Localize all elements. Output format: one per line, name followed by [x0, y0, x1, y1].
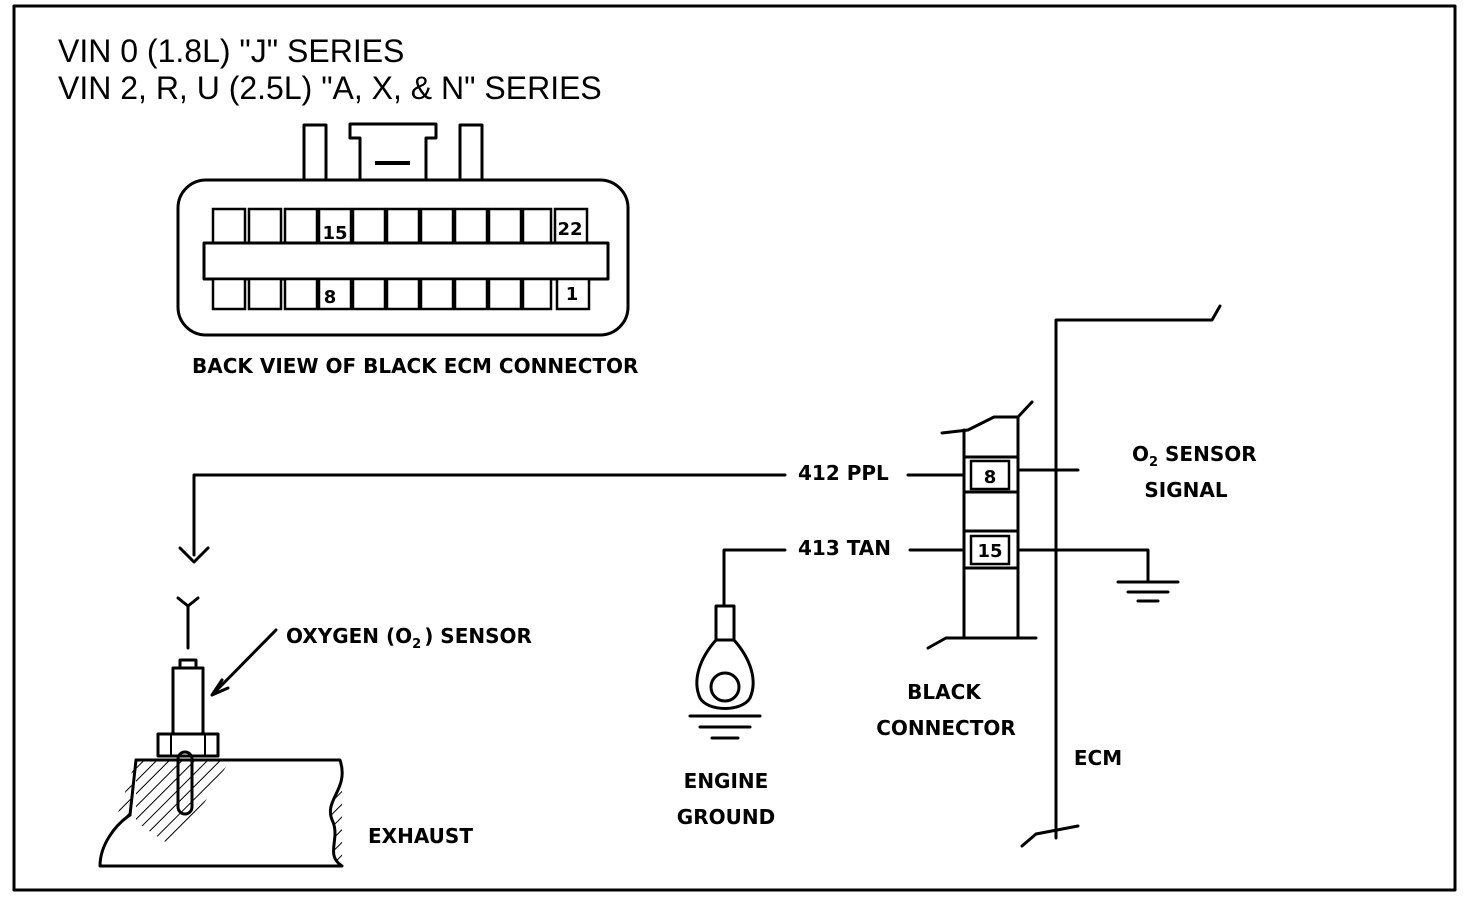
sensor-pointer-arrow [210, 628, 278, 697]
black-connector-pin-15: 15 [977, 541, 1002, 562]
sensor-lead-fork [176, 596, 200, 650]
o2-signal-label-2: SIGNAL [1144, 478, 1227, 502]
black-connector [926, 400, 1038, 650]
exhaust-pipe [98, 750, 344, 868]
connector-caption: BACK VIEW OF BLACK ECM CONNECTOR [192, 354, 638, 378]
sensor-label: OXYGEN (O2) SENSOR [286, 624, 532, 652]
wire-413-tan [722, 548, 787, 608]
connector-pin-8: 8 [324, 287, 337, 308]
connector-left-tab [302, 123, 328, 182]
wire-412-ppl [192, 473, 787, 557]
black-connector-pin-15-box [969, 534, 1011, 566]
o2-signal-label-1: O2 SENSOR [1132, 442, 1257, 470]
title-line-1: VIN 0 (1.8L) "J" SERIES [58, 33, 404, 69]
diagram-frame [12, 4, 1457, 892]
black-connector-pin-8-box [969, 459, 1011, 491]
ecm-label: ECM [1074, 746, 1122, 770]
connector-body [176, 178, 630, 337]
wire-412-label: 412 PPL [798, 461, 889, 485]
wire-413-label: 413 TAN [798, 536, 891, 560]
connector-top-row [211, 207, 589, 245]
connector-pin-15: 15 [322, 223, 347, 244]
oxygen-sensor [156, 658, 220, 758]
engine-ground-eyelet [688, 604, 762, 740]
connector-right-tab [458, 123, 484, 182]
connector-latch [348, 122, 438, 182]
exhaust-label: EXHAUST [368, 824, 473, 848]
black-connector-label-1: BLACK [907, 680, 982, 704]
engine-ground-label-1: ENGINE [684, 769, 769, 793]
engine-ground-label-2: GROUND [677, 805, 775, 829]
black-connector-pin-8: 8 [984, 467, 997, 488]
ecm-connector-back-view: 15 22 8 1 [176, 122, 630, 337]
connector-pin-1: 1 [566, 284, 579, 305]
black-connector-label-2: CONNECTOR [876, 716, 1016, 740]
wire-arrow-down [178, 546, 210, 564]
connector-center-bar [202, 241, 610, 281]
ecm-box [1016, 304, 1222, 848]
title-line-2: VIN 2, R, U (2.5L) "A, X, & N" SERIES [58, 70, 602, 106]
connector-pin-22: 22 [557, 219, 582, 240]
connector-bottom-row [211, 277, 591, 311]
